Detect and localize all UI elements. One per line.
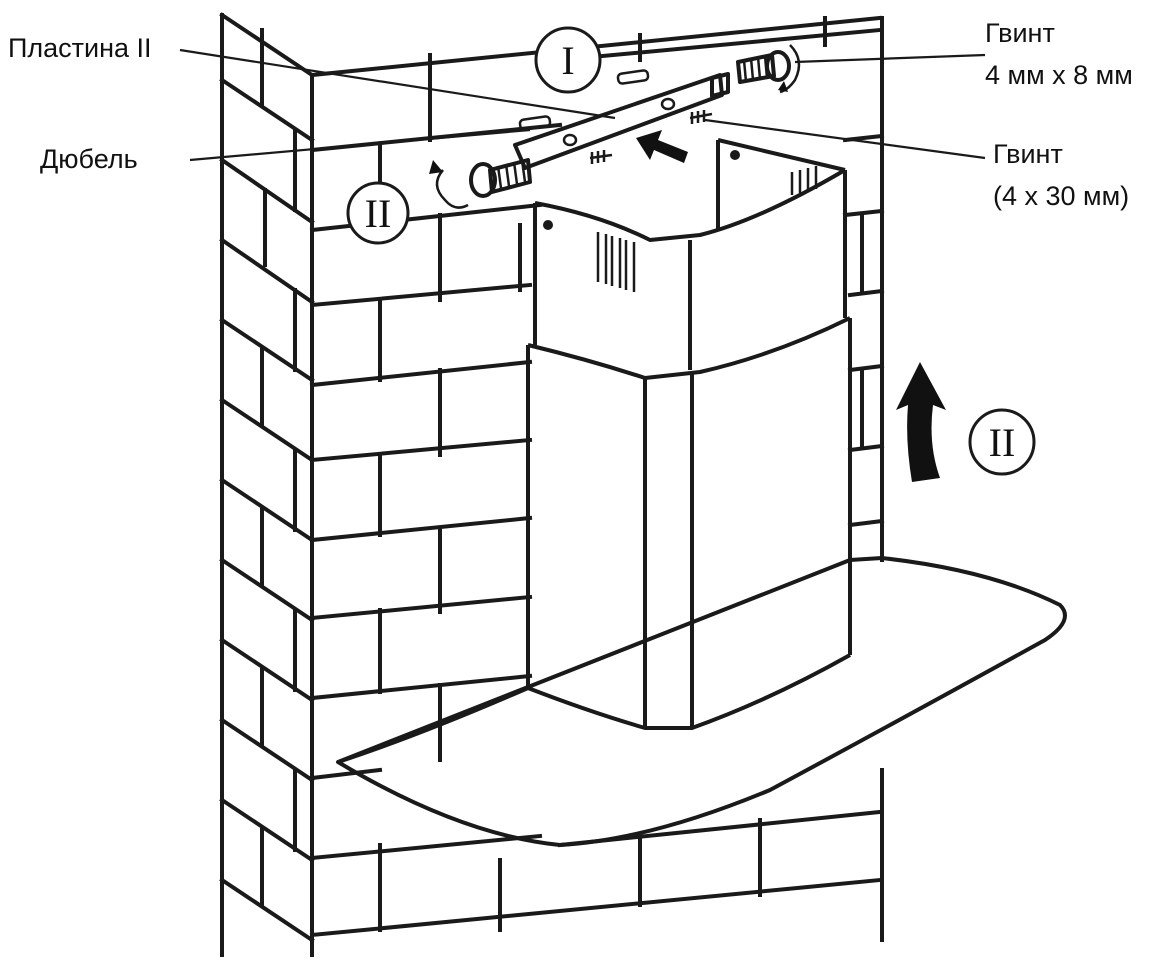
label-screw-small-size: 4 мм x 8 мм (985, 60, 1133, 90)
rotate-arrow-head-icon (429, 160, 443, 174)
plate-hole (562, 133, 578, 147)
brick-wall (219, 12, 885, 957)
plate-hole (660, 97, 676, 111)
lower-duct-top-edge (527, 316, 851, 380)
short-screw (736, 44, 801, 94)
small-screw (689, 110, 713, 124)
wall-courses (309, 16, 885, 938)
step-two-left-text: II (365, 191, 392, 236)
leader-lines (179, 48, 986, 162)
step-one-text: I (561, 38, 574, 83)
screw-hole (730, 150, 740, 160)
long-screw (429, 158, 532, 209)
chimney-duct (526, 138, 852, 730)
small-screw (589, 150, 613, 164)
label-screw-long-title: Гвинт (993, 139, 1063, 169)
lower-duct-bottom-edge (527, 653, 851, 730)
step-marker-two-left: II (346, 181, 410, 245)
upper-duct-top-edge (534, 168, 847, 242)
canopy-outline (336, 556, 1067, 847)
label-screw-small-title: Гвинт (985, 18, 1055, 48)
insert-arrow-icon (636, 130, 688, 163)
mounting-plate (513, 69, 730, 170)
step-marker-two-right: II (968, 408, 1036, 476)
step-marker-one: I (534, 26, 602, 94)
dowel-left (518, 115, 552, 131)
step-two-right-text: II (989, 420, 1016, 465)
label-screw-long-size: (4 x 30 мм) (993, 181, 1129, 211)
rotate-arrow-icon (435, 169, 469, 209)
screw-hole (543, 220, 553, 230)
lift-up-arrow-icon (896, 362, 946, 482)
vent-slots (596, 166, 818, 292)
plate-end-tab (710, 72, 730, 98)
label-dowel: Дюбель (40, 144, 138, 174)
dowel-right (616, 69, 650, 85)
pillar-courses (219, 28, 315, 943)
hood-canopy (336, 556, 1067, 847)
label-plate: Пластина II (8, 33, 152, 63)
rotate-arrow-head-icon (778, 81, 788, 92)
upper-duct-back-edge (716, 138, 846, 230)
